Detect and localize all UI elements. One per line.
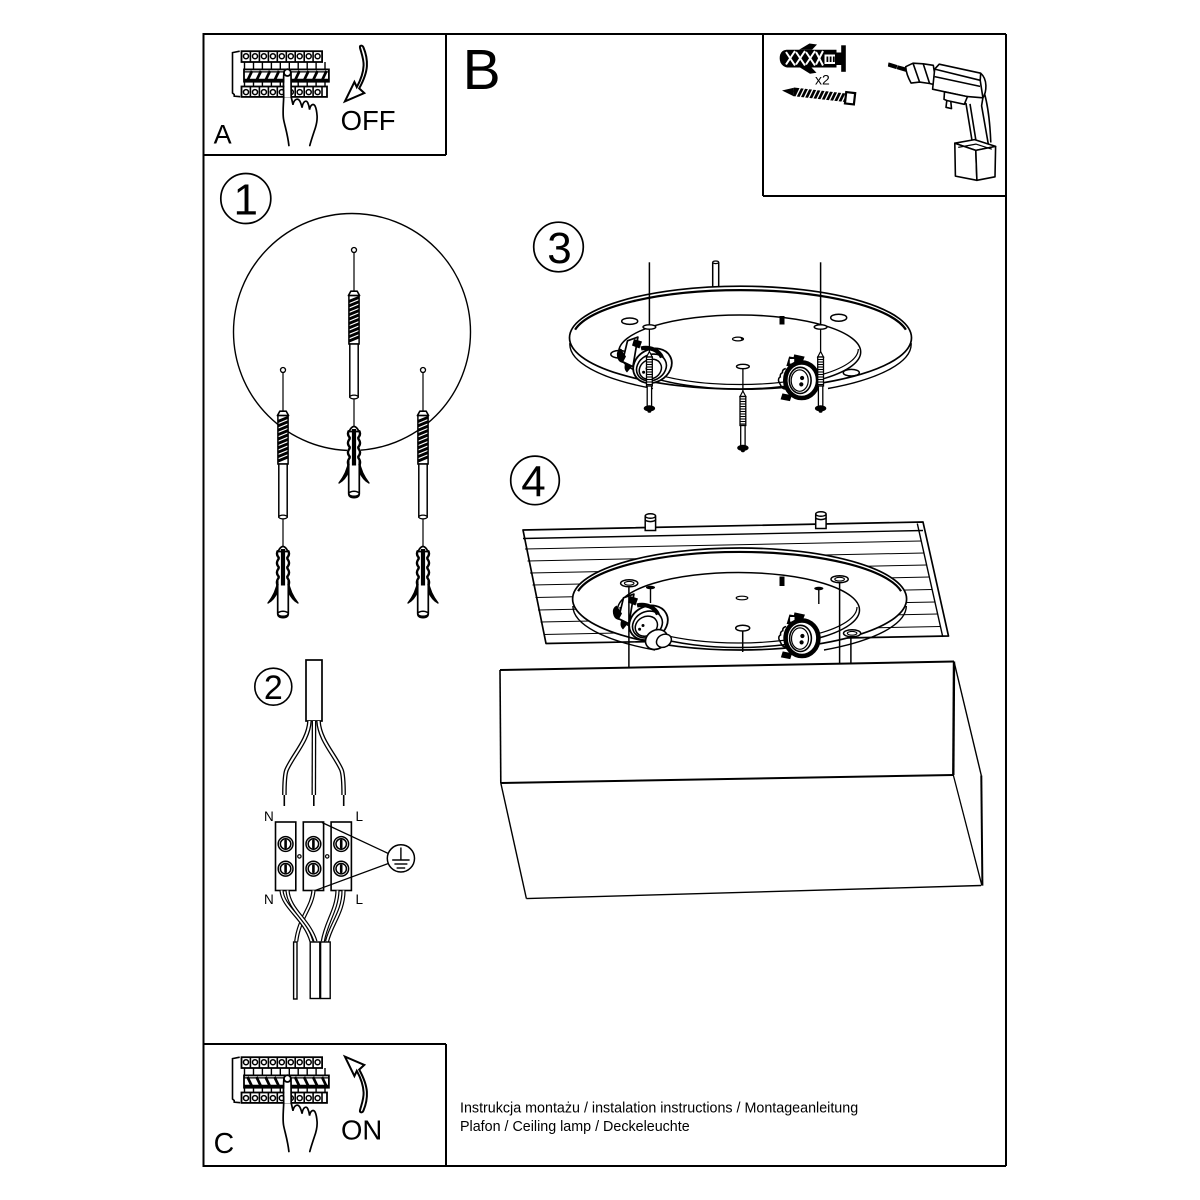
svg-text:Plafon / Ceiling lamp / Deckel: Plafon / Ceiling lamp / Deckeleuchte (460, 1119, 690, 1135)
svg-text:3: 3 (547, 224, 571, 273)
svg-text:x2: x2 (815, 72, 830, 88)
svg-text:OFF: OFF (341, 105, 396, 136)
svg-text:Instrukcja montażu / instalati: Instrukcja montażu / instalation instruc… (460, 1101, 858, 1117)
svg-text:1: 1 (234, 176, 258, 225)
svg-text:N: N (264, 892, 274, 907)
svg-text:A: A (214, 120, 232, 150)
svg-text:L: L (356, 892, 364, 907)
svg-text:2: 2 (264, 669, 283, 707)
svg-text:4: 4 (521, 458, 545, 507)
svg-text:ON: ON (341, 1115, 382, 1146)
svg-text:B: B (463, 38, 501, 102)
svg-text:N: N (264, 809, 274, 824)
svg-text:C: C (214, 1128, 235, 1160)
svg-text:L: L (356, 809, 364, 824)
